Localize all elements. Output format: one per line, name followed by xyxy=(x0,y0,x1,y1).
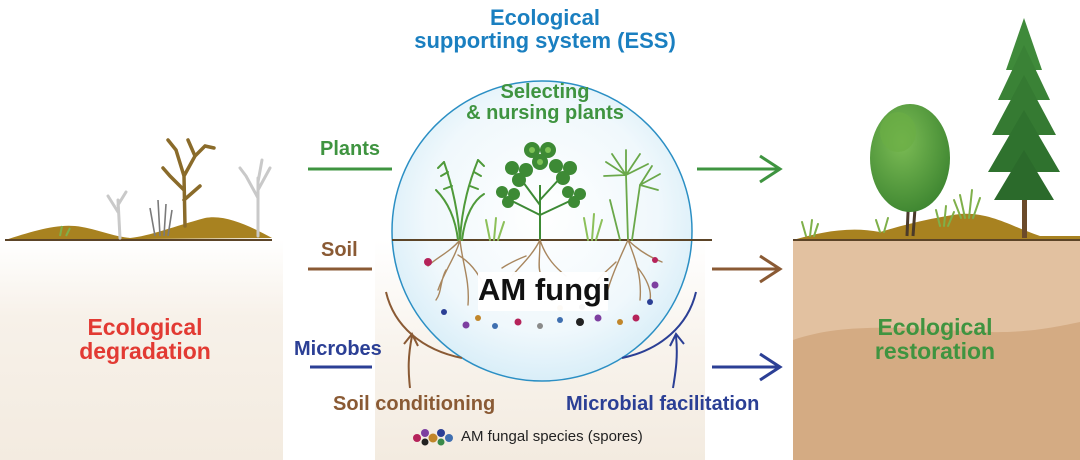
degradation-line1: Ecological xyxy=(87,314,203,340)
ess-title: Ecological supporting system (ESS) xyxy=(380,6,710,52)
grass-tuft-icon xyxy=(801,189,981,237)
dead-tree-icon xyxy=(161,138,216,228)
microbial-facilitation-label: Microbial facilitation xyxy=(566,393,760,415)
soil-output-arrow xyxy=(712,254,783,284)
restoration-landscape xyxy=(793,18,1080,460)
soil-conditioning-arrow xyxy=(385,291,463,389)
degradation-landscape xyxy=(0,138,283,460)
microbes-label: Microbes xyxy=(294,338,382,360)
microbial-facilitation-arrow xyxy=(621,291,697,389)
grass-tuft-icon xyxy=(485,213,603,241)
plants-label: Plants xyxy=(320,138,381,160)
restoration-line2: restoration xyxy=(874,338,996,365)
spores-legend-label: AM fungal species (spores) xyxy=(461,428,643,445)
soil-conditioning-label: Soil conditioning xyxy=(333,393,496,415)
degradation-label: Ecological degradation xyxy=(40,315,250,363)
am-fungi-label: AM fungi xyxy=(478,272,611,311)
conifer-tree-icon xyxy=(988,18,1060,238)
dead-tree-icon xyxy=(106,158,272,240)
ess-title-line1: Ecological xyxy=(489,5,601,30)
ess-bubble xyxy=(391,80,712,382)
clover-icon xyxy=(496,142,586,240)
selecting-line1: Selecting xyxy=(500,81,590,103)
soil-label: Soil xyxy=(321,239,358,261)
deciduous-tree-icon xyxy=(870,104,950,237)
dry-shrub-icon xyxy=(149,199,173,237)
plants-output-arrow xyxy=(697,154,783,184)
restoration-line1: Ecological xyxy=(877,314,993,340)
microbes-output-arrow xyxy=(712,352,783,382)
selecting-nursing-label: Selecting & nursing plants xyxy=(450,82,640,124)
roots-icon xyxy=(427,239,663,306)
grass-icon xyxy=(435,159,485,241)
sedge-icon xyxy=(603,149,661,241)
selecting-line2: & nursing plants xyxy=(466,102,624,124)
ess-title-line2: supporting system (ESS) xyxy=(414,28,676,54)
degradation-line2: degradation xyxy=(79,338,211,365)
spore-legend-icon xyxy=(413,429,453,446)
restoration-label: Ecological restoration xyxy=(830,315,1040,363)
